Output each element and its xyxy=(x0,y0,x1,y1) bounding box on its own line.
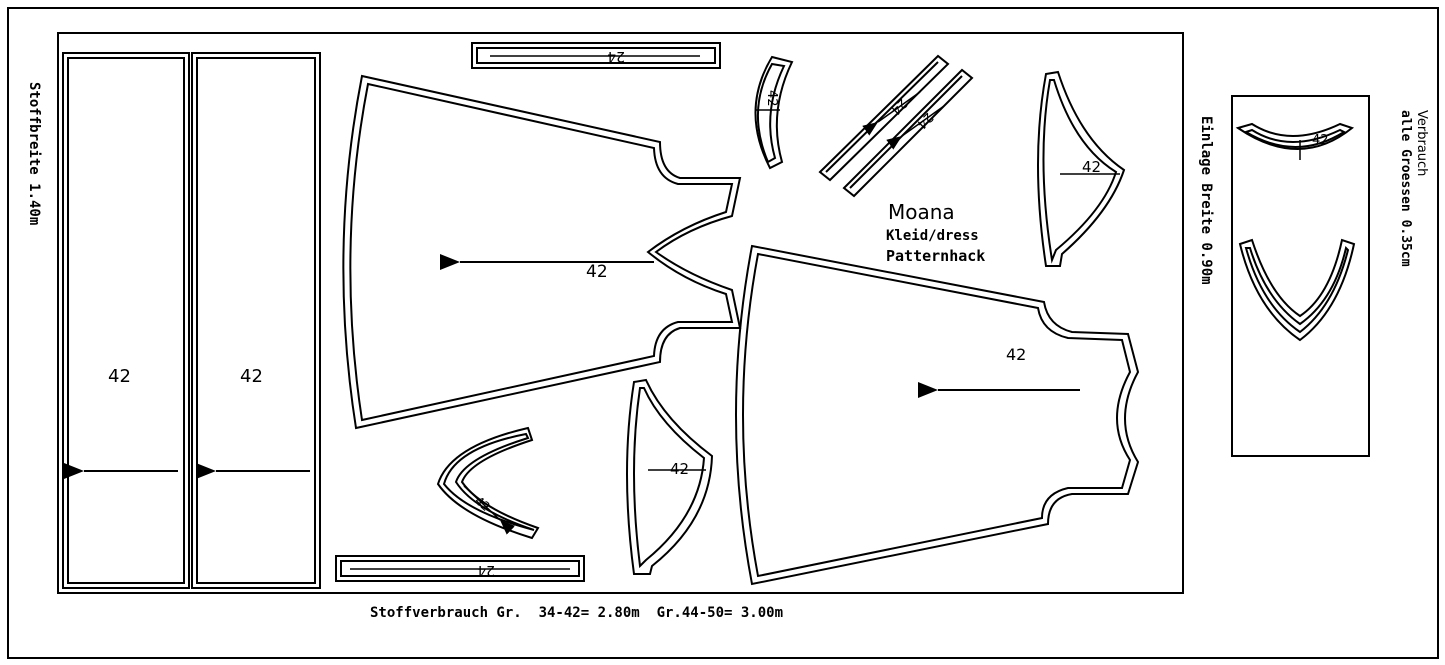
fabric-width-label: Stoffbreite 1.40m xyxy=(26,82,42,225)
collar-piece-upper xyxy=(754,55,794,170)
skirt-panel-2-size: 42 xyxy=(240,366,263,387)
yoke-piece-lower-size: 42 xyxy=(670,460,689,478)
dress-front-size: 42 xyxy=(586,262,608,282)
strip-bottom-size: 24 xyxy=(477,562,495,578)
yoke-piece-lower xyxy=(626,378,714,575)
diagonal-strip-1-size: 24 xyxy=(887,95,909,117)
strip-top-size: 24 xyxy=(607,48,625,64)
pattern-title: Moana xyxy=(888,200,955,224)
dress-back-size: 42 xyxy=(1006,345,1026,364)
interfacing-collar-piece xyxy=(1235,122,1355,150)
diagonal-strip-1 xyxy=(818,54,950,182)
interfacing-consumption-line2: alle Groessen 0.35cm xyxy=(1398,110,1413,267)
skirt-panel-1 xyxy=(62,52,190,589)
skirt-panel-2 xyxy=(191,52,321,589)
diagonal-strip-2-size: 24 xyxy=(913,109,935,131)
interfacing-box xyxy=(1231,95,1370,457)
pattern-subtitle: Kleid/dress xyxy=(886,228,979,244)
fabric-area xyxy=(57,32,1184,594)
interfacing-v-piece xyxy=(1238,238,1356,342)
pattern-line3: Patternhack xyxy=(886,247,985,265)
skirt-panel-1-size: 42 xyxy=(108,366,131,387)
interfacing-consumption-line1: Verbrauch xyxy=(1414,110,1429,176)
fabric-consumption-label: Stoffverbrauch Gr. 34-42= 2.80m Gr.44-50… xyxy=(370,605,783,621)
yoke-piece-right-size: 42 xyxy=(1082,158,1101,176)
dress-front-piece xyxy=(342,74,742,430)
collar-piece-upper-size: 42 xyxy=(764,90,779,107)
strip-bottom xyxy=(335,555,585,582)
dress-back-piece xyxy=(735,244,1140,586)
interfacing-collar-size: 42 xyxy=(1312,133,1329,148)
diagonal-strip-2 xyxy=(842,68,974,198)
strip-top xyxy=(471,42,721,69)
outer-frame xyxy=(7,7,1439,659)
interfacing-width-label: Einlage Breite 0.90m xyxy=(1198,116,1214,285)
v-facing-piece xyxy=(436,426,540,540)
yoke-piece-right xyxy=(1037,70,1126,267)
